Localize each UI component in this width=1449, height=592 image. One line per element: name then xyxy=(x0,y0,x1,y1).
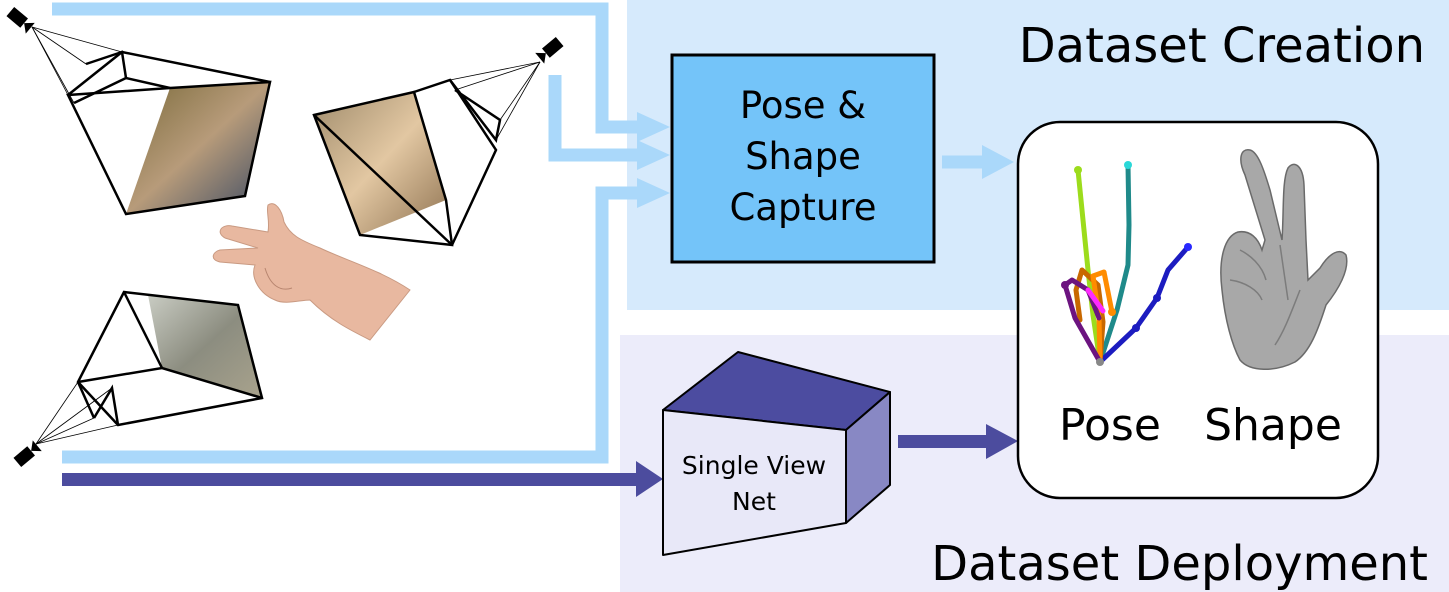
video-camera-icon xyxy=(6,6,35,34)
image-plane-1 xyxy=(126,82,270,214)
deployment-arrows xyxy=(62,424,1018,497)
net-label-line2: Net xyxy=(732,487,776,516)
net-label-line1: Single View xyxy=(682,451,826,480)
hand-photo xyxy=(212,203,411,341)
net-front-face xyxy=(662,409,847,556)
arrowhead-top xyxy=(637,112,670,142)
deploy-output-line xyxy=(898,435,990,448)
capture-label-line1: Pose & xyxy=(740,84,866,127)
capture-label-line2: Shape xyxy=(745,135,861,178)
arrowhead-bottom xyxy=(637,178,670,208)
deploy-input-line xyxy=(62,473,640,486)
feed-line-top xyxy=(52,2,640,134)
pose-shape-capture-box: Pose & Shape Capture xyxy=(670,53,936,264)
light-feed-lines xyxy=(52,2,985,464)
dataset-creation-title: Dataset Creation xyxy=(1019,18,1425,74)
video-camera-icon xyxy=(535,36,564,64)
feed-line-bottom xyxy=(62,186,640,464)
pose-label: Pose xyxy=(1059,400,1161,451)
camera-view-1 xyxy=(31,26,272,216)
hand-skeleton-icon xyxy=(1061,161,1192,366)
single-view-net-box: Single View Net xyxy=(662,351,891,556)
deploy-input-arrowhead xyxy=(636,461,663,497)
video-camera-icon xyxy=(13,440,42,468)
camera-view-3 xyxy=(35,290,264,445)
output-panel: Pose Shape xyxy=(1016,120,1380,500)
arrowhead-middle xyxy=(637,140,670,170)
camera-view-2 xyxy=(312,61,541,247)
image-plane-3 xyxy=(148,295,262,398)
feed-line-right xyxy=(548,75,640,162)
dataset-deployment-title: Dataset Deployment xyxy=(931,536,1428,592)
arrowhead-output xyxy=(982,145,1014,179)
hand-mesh-icon xyxy=(1220,149,1348,370)
deploy-output-arrowhead xyxy=(986,424,1018,459)
light-arrowheads xyxy=(637,112,1014,208)
capture-label-line3: Capture xyxy=(729,186,876,229)
shape-label: Shape xyxy=(1204,400,1342,451)
